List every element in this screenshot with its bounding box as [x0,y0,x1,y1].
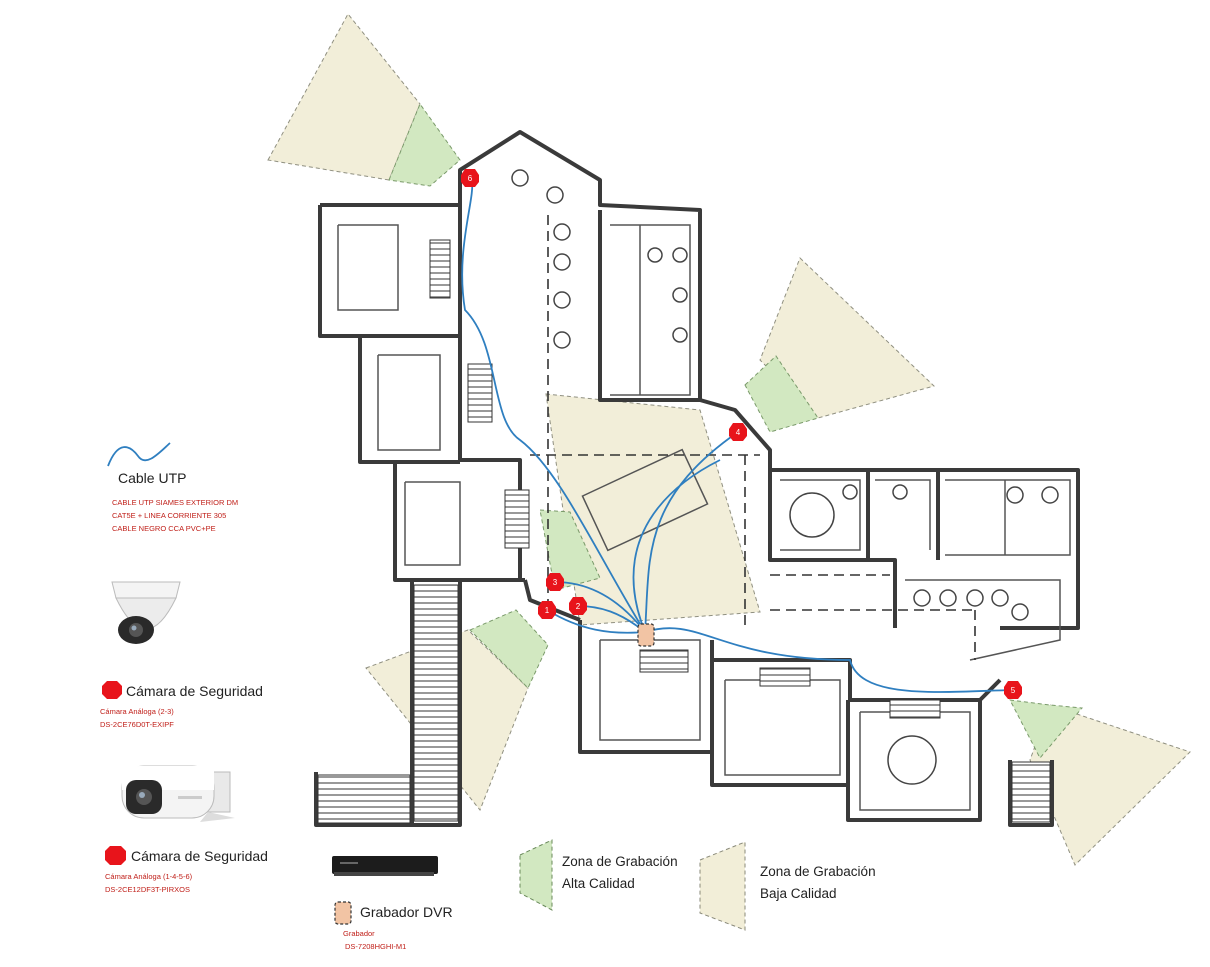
camera-number: 6 [468,174,473,183]
camera-number: 4 [736,428,741,437]
cable-to-cam3 [554,581,646,633]
dvr-legend-line-1: Grabador [343,929,375,938]
dashed-guides [530,215,976,660]
zone-high-legend-line-1: Zona de Grabación [562,854,678,869]
dome-camera-icon [111,581,181,644]
camera-marker-3: 3 [546,573,564,591]
zone-low-cam6 [267,13,421,181]
cable-legend-line-2: CAT5E + LINEA CORRIENTE 305 [112,511,227,520]
camera-markers: 1 2 3 4 5 6 [461,169,1022,699]
cable-legend-line-1: CABLE UTP SIAMES EXTERIOR DM [112,498,239,507]
camera-marker-6: 6 [461,169,479,187]
dvr-legend-line-2: DS-7208HGHI-M1 [345,942,407,951]
camera-number: 5 [1011,686,1016,695]
utp-cable-runs [461,179,1013,693]
high-quality-zones [388,102,1083,759]
zone-high-cam3 [539,509,601,591]
zone-high-cam1 [469,609,549,689]
cable-center-loop [632,459,721,633]
zone-low-legend-line-2: Baja Calidad [760,886,837,901]
camera-number: 1 [545,606,550,615]
dvr-device-icon [332,856,438,876]
zone-low-legend-swatch [699,841,746,931]
zone-high-cam5 [1009,699,1083,759]
cable-legend-icon [107,442,171,467]
camera-marker-2: 2 [569,597,587,615]
dome-camera-legend-line-2: DS-2CE76D0T-EXIPF [100,720,174,729]
bullet-camera-legend-line-1: Cámara Análoga (1-4-5-6) [105,872,193,881]
hatched-elements [317,239,1051,824]
zone-high-legend-line-2: Alta Calidad [562,876,635,891]
cable-legend-title: Cable UTP [118,470,187,486]
zone-high-cam6 [388,102,461,187]
dome-camera-legend-marker [102,681,122,699]
zone-low-legend-line-1: Zona de Grabación [760,864,876,879]
cable-to-cam5 [644,627,1013,693]
camera-marker-5: 5 [1004,681,1022,699]
zone-low-cam4 [759,257,935,419]
cable-legend-line-3: CABLE NEGRO CCA PVC+PE [112,524,216,533]
zone-high-legend-swatch [519,839,553,911]
cable-to-cam4 [644,431,739,633]
bullet-camera-icon [121,765,235,822]
furniture [511,169,1059,785]
dome-camera-legend-title: Cámara de Seguridad [126,683,263,699]
cable-to-cam6 [461,179,646,633]
dome-camera-legend-line-1: Cámara Análoga (2-3) [100,707,174,716]
bullet-camera-legend-line-2: DS-2CE12DF3T-PIRXOS [105,885,191,894]
camera-marker-4: 4 [729,423,747,441]
zone-high-cam4 [744,355,819,433]
camera-number: 2 [576,602,581,611]
zone-low-center [545,393,761,626]
bullet-camera-legend-title: Cámara de Seguridad [131,848,268,864]
cable-to-cam1 [546,609,646,634]
dvr-marker [637,623,655,647]
dvr-legend-marker [334,901,352,925]
camera-number: 3 [553,578,558,587]
dvr-legend-title: Grabador DVR [360,904,453,920]
bullet-camera-legend-marker [105,846,126,865]
camera-marker-1: 1 [538,601,556,619]
